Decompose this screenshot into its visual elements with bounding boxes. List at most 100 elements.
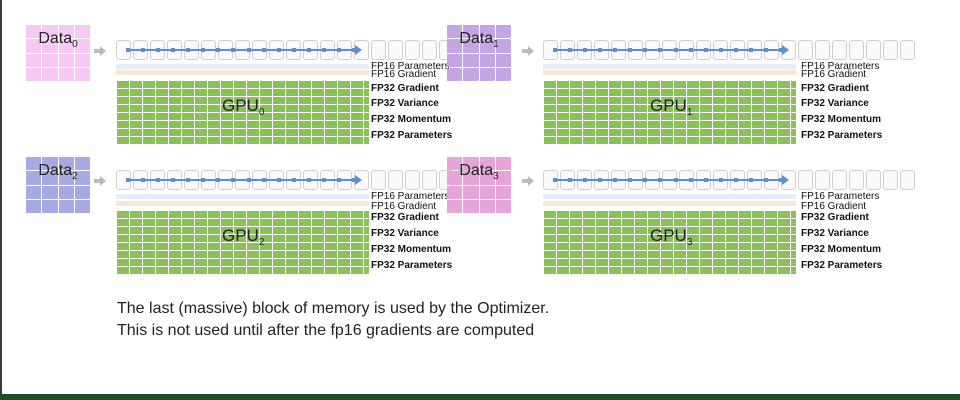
data-cell xyxy=(479,185,495,199)
data-label-0: Data0 xyxy=(38,30,78,50)
data-cell xyxy=(58,39,74,53)
flow-dot xyxy=(186,48,191,52)
data-cell xyxy=(495,185,511,199)
flow-dot xyxy=(763,178,768,182)
label-fp16-parameters: FP16 Parameters xyxy=(801,61,880,72)
data-cell xyxy=(447,25,463,39)
label-fp32-gradient: FP32 Gradient xyxy=(371,83,439,94)
data-cell xyxy=(479,199,495,213)
flow-dot xyxy=(336,178,341,182)
flow-dot xyxy=(216,178,221,182)
flow-dot xyxy=(733,48,738,52)
flow-dot xyxy=(643,48,648,52)
flow-dot xyxy=(583,48,588,52)
data-cell xyxy=(26,39,42,53)
fp16-gradient-band xyxy=(543,201,796,206)
flow-dot xyxy=(778,48,783,52)
data-cell xyxy=(463,185,479,199)
param-cell xyxy=(883,170,898,190)
data-cell xyxy=(42,39,58,53)
flow-dot xyxy=(733,178,738,182)
flow-dots xyxy=(553,48,783,52)
param-cell xyxy=(832,170,847,190)
label-fp32-momentum: FP32 Momentum xyxy=(801,244,882,255)
flow-dot xyxy=(276,48,281,52)
label-fp16-parameters: FP16 Parameters xyxy=(801,191,880,202)
param-cell xyxy=(849,40,864,60)
label-fp32-gradient: FP32 Gradient xyxy=(801,83,869,94)
data-cell xyxy=(495,157,511,171)
fp32-memory-block xyxy=(116,80,369,144)
param-cell xyxy=(798,40,813,60)
param-cell xyxy=(388,170,403,190)
data-cell xyxy=(74,39,90,53)
flow-dot xyxy=(673,48,678,52)
data-cell xyxy=(479,171,495,185)
data-label-3: Data3 xyxy=(459,162,499,182)
flow-dot xyxy=(231,178,236,182)
data-cell xyxy=(495,53,511,67)
arrow-icon xyxy=(522,46,534,56)
flow-dot xyxy=(748,48,753,52)
label-fp32-momentum: FP32 Momentum xyxy=(371,244,452,255)
data-cell xyxy=(58,185,74,199)
data-cell xyxy=(42,25,58,39)
data-cell xyxy=(74,199,90,213)
flow-dot xyxy=(658,48,663,52)
data-cell xyxy=(74,67,90,81)
flow-dot xyxy=(628,178,633,182)
flow-dot xyxy=(201,48,206,52)
data-cell xyxy=(26,199,42,213)
flow-dot xyxy=(703,48,708,52)
flow-dot xyxy=(201,178,206,182)
param-cell xyxy=(405,170,420,190)
flow-dot xyxy=(126,178,130,182)
label-fp32-momentum: FP32 Momentum xyxy=(371,114,452,125)
data-cell xyxy=(74,25,90,39)
data-cell xyxy=(463,67,479,81)
gpu-label-3: GPU3 xyxy=(650,226,693,248)
flow-dot xyxy=(186,178,191,182)
param-cell xyxy=(388,40,403,60)
fp16-parameters-band xyxy=(543,194,796,199)
flow-dot xyxy=(748,178,753,182)
param-cell xyxy=(815,40,830,60)
fp16-gradient-band xyxy=(116,70,369,75)
arrow-icon xyxy=(522,176,534,186)
flow-dot xyxy=(763,48,768,52)
param-cell xyxy=(371,40,386,60)
flow-dot xyxy=(276,178,281,182)
data-cell xyxy=(447,199,463,213)
caption-line-1: The last (massive) block of memory is us… xyxy=(117,300,550,317)
left-border xyxy=(0,0,2,395)
flow-dot xyxy=(658,178,663,182)
flow-dots xyxy=(126,48,356,52)
label-fp32-variance: FP32 Variance xyxy=(801,228,869,239)
param-cell xyxy=(866,170,881,190)
flow-dot xyxy=(598,178,603,182)
arrow-icon xyxy=(94,176,106,186)
flow-dot xyxy=(216,48,221,52)
flow-dot xyxy=(688,178,693,182)
flow-dot xyxy=(613,178,618,182)
data-cell xyxy=(495,25,511,39)
flow-dot xyxy=(321,178,326,182)
data-cell xyxy=(447,67,463,81)
flow-dot xyxy=(778,178,783,182)
flow-dot xyxy=(171,178,176,182)
data-cell xyxy=(42,67,58,81)
data-cell xyxy=(58,199,74,213)
data-cell xyxy=(26,171,42,185)
arrow-icon xyxy=(94,46,106,56)
flow-dot xyxy=(246,178,251,182)
flow-dot xyxy=(246,48,251,52)
label-fp16-gradient: FP16 Gradient xyxy=(371,201,437,212)
data-cell xyxy=(42,171,58,185)
data-block-3 xyxy=(447,157,511,213)
data-label-1: Data1 xyxy=(459,30,499,50)
data-cell xyxy=(479,25,495,39)
data-cell xyxy=(447,185,463,199)
param-cell xyxy=(866,40,881,60)
label-fp16-gradient: FP16 Gradient xyxy=(801,69,867,80)
data-cell xyxy=(463,25,479,39)
